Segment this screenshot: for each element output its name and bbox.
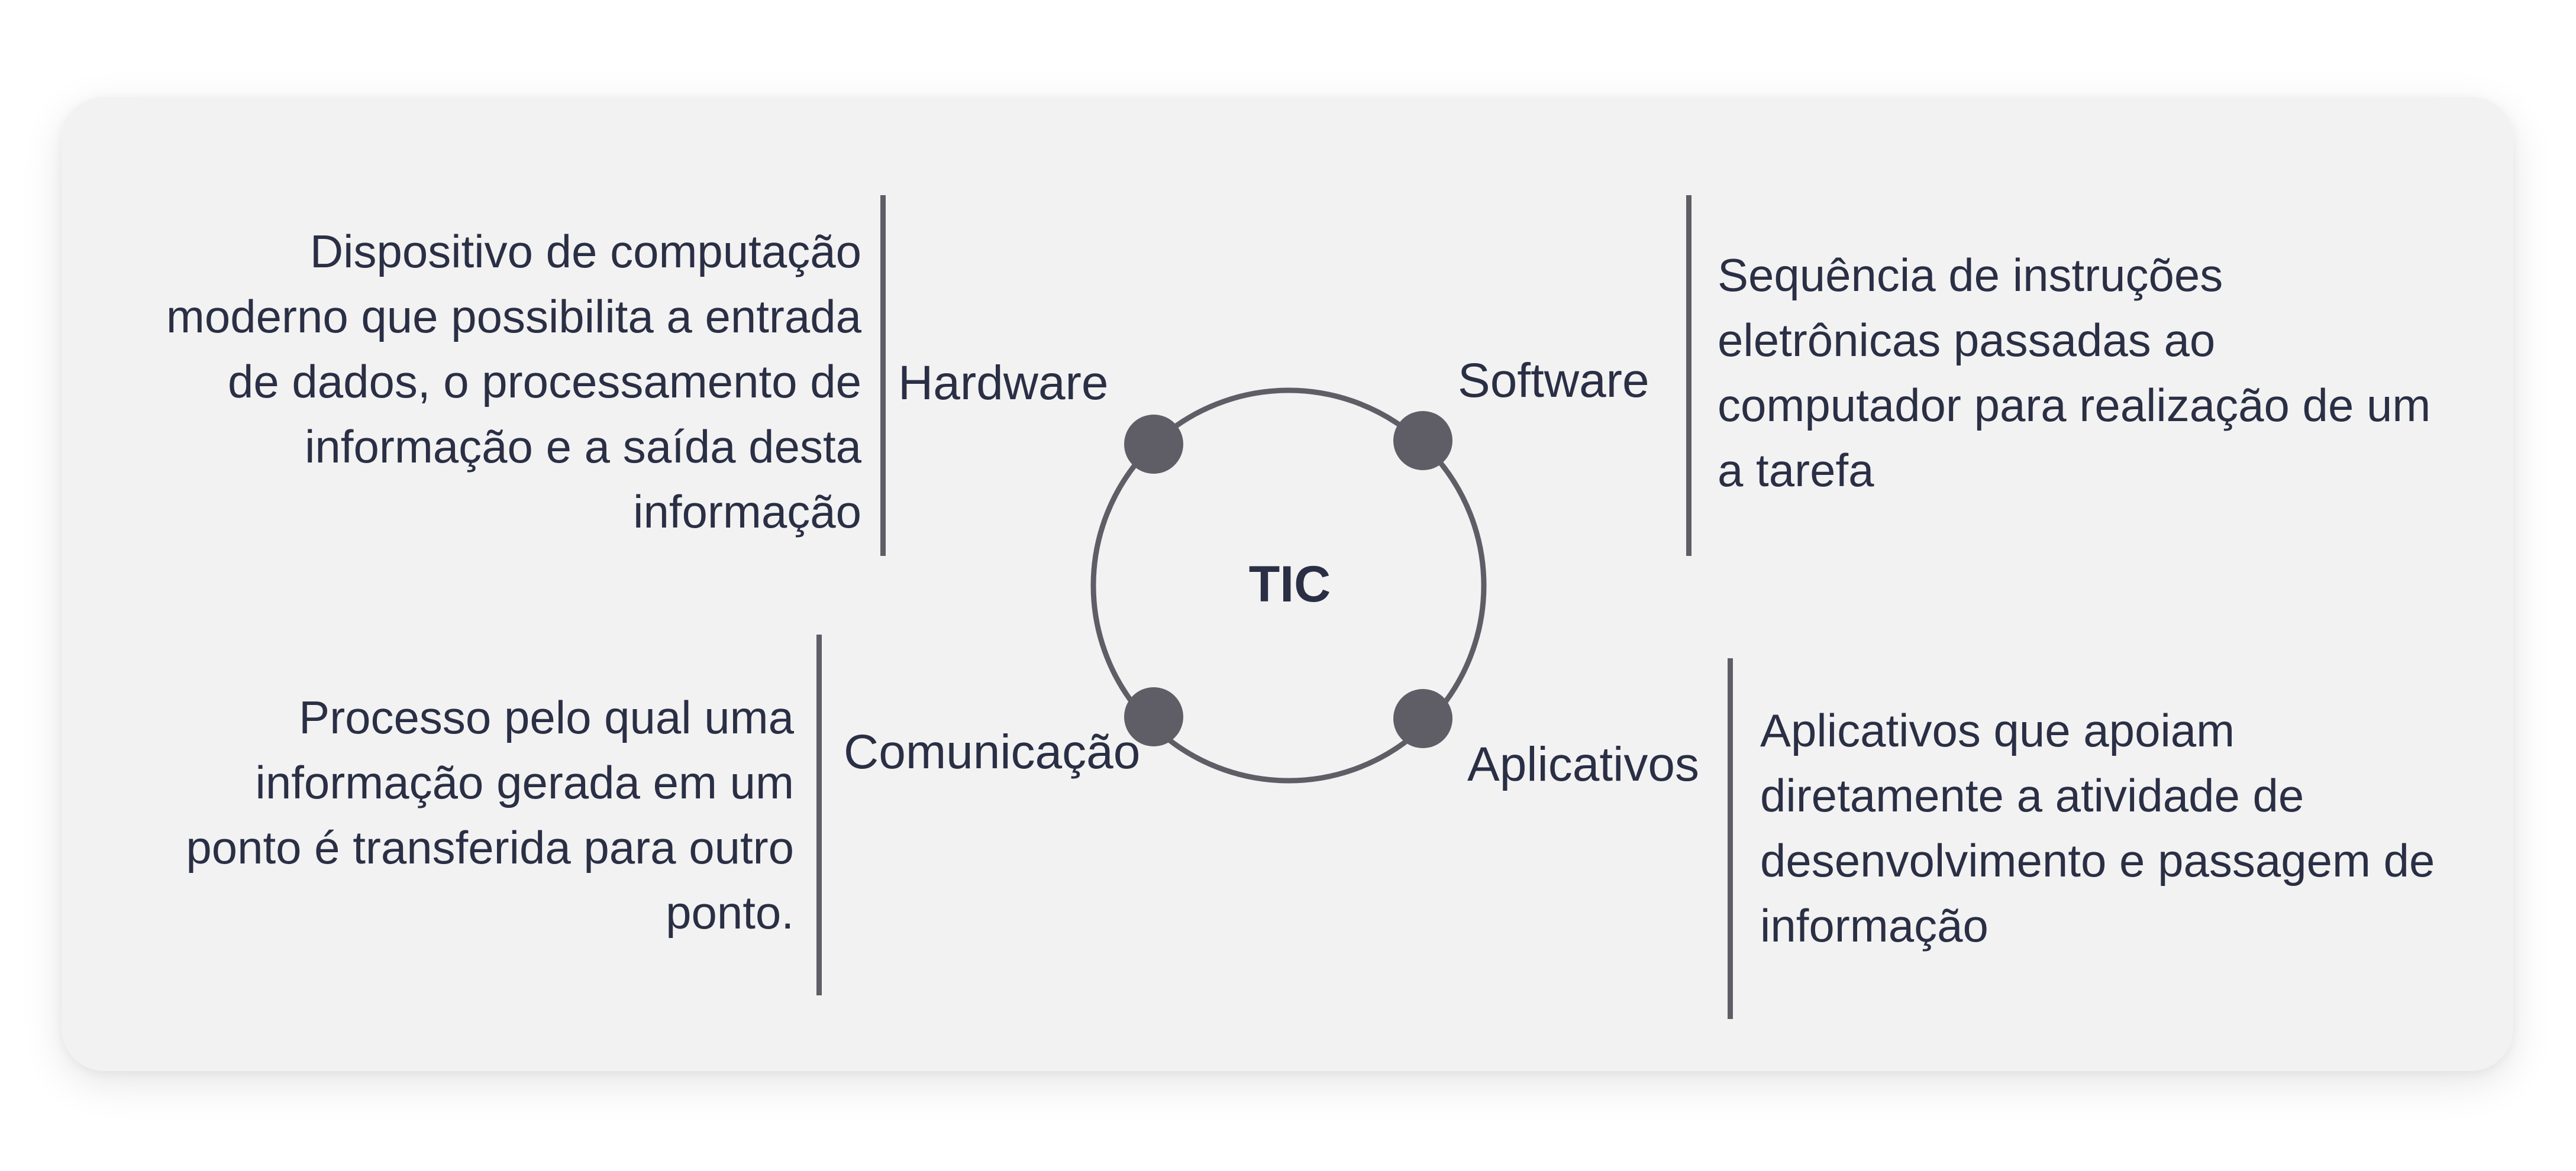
node-software <box>1393 411 1452 470</box>
center-label: TIC <box>1248 556 1331 613</box>
software-description: Sequência de instruções eletrônicas pass… <box>1718 249 2431 496</box>
node-aplicativos <box>1393 689 1452 748</box>
hardware-label: Hardware <box>898 356 1109 410</box>
node-comunicacao <box>1124 687 1183 746</box>
cycle-ring <box>1090 387 1487 784</box>
hardware-divider <box>880 195 886 556</box>
diagram-panel <box>62 97 2513 1071</box>
aplicativos-label: Aplicativos <box>1467 737 1699 791</box>
comunicacao-description: Processo pelo qual uma informação gerada… <box>186 691 794 939</box>
hardware-description: Dispositivo de computação moderno que po… <box>166 225 861 538</box>
node-hardware <box>1124 415 1183 474</box>
comunicacao-label: Comunicação <box>844 725 1141 779</box>
software-divider <box>1686 195 1691 556</box>
comunicacao-divider <box>816 635 822 995</box>
aplicativos-description: Aplicativos que apoiam diretamente a ati… <box>1760 704 2435 952</box>
aplicativos-divider <box>1728 658 1733 1019</box>
software-label: Software <box>1458 354 1649 407</box>
